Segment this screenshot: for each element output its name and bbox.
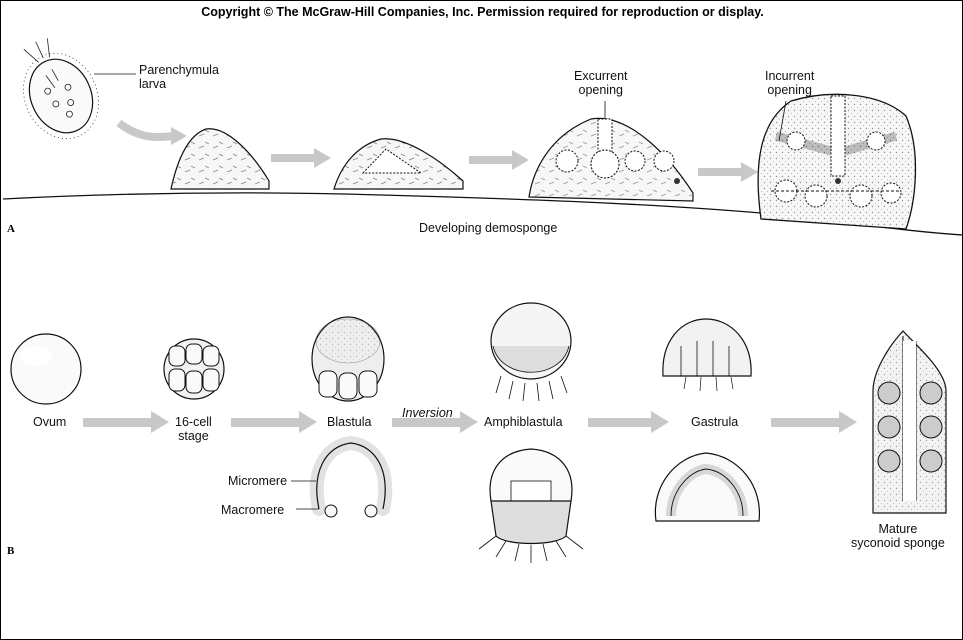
panel-b-letter: B	[7, 545, 14, 557]
ovum	[11, 334, 81, 404]
amphiblastula-label: Amphiblastula	[484, 415, 563, 429]
arrow-amphiblastula-to-gastrula	[588, 418, 653, 427]
arrow-16cell-to-blastula	[231, 418, 301, 427]
arrow-stage3-to-stage4	[698, 168, 743, 176]
larva-label: Parenchymula larva	[139, 63, 219, 91]
arrow-ovum-to-16cell	[83, 418, 153, 427]
sixteen-cell-label: 16-cell stage	[175, 415, 212, 443]
amphiblastula-external	[491, 303, 571, 401]
excurrent-opening-label: Excurrent opening	[574, 69, 628, 97]
micromere-label: Micromere	[228, 474, 287, 488]
amphiblastula-section	[479, 449, 583, 563]
arrow-larva-to-stage1	[119, 123, 173, 137]
parenchymula-larva	[3, 26, 112, 151]
mature-sponge-label: Mature syconoid sponge	[851, 522, 945, 550]
incurrent-opening-label: Incurrent opening	[765, 69, 814, 97]
macromere-label: Macromere	[221, 503, 284, 517]
blastula-section	[317, 443, 385, 517]
gastrula-section	[655, 453, 759, 521]
blastula	[312, 317, 384, 401]
demosponge-stage-4	[758, 94, 915, 229]
mature-syconoid-sponge	[873, 331, 946, 513]
developing-demosponge-caption: Developing demosponge	[419, 221, 557, 235]
gastrula-external	[663, 319, 751, 391]
blastula-label: Blastula	[327, 415, 371, 429]
panel-a-letter: A	[7, 223, 15, 235]
ovum-label: Ovum	[33, 415, 66, 429]
gastrula-label: Gastrula	[691, 415, 738, 429]
sixteen-cell-embryo	[164, 339, 224, 399]
inversion-label: Inversion	[402, 406, 453, 420]
demosponge-stage-3	[529, 118, 693, 201]
arrow-stage2-to-stage3	[469, 156, 514, 164]
arrow-gastrula-to-mature	[771, 418, 841, 427]
arrow-stage1-to-stage2	[271, 154, 316, 162]
